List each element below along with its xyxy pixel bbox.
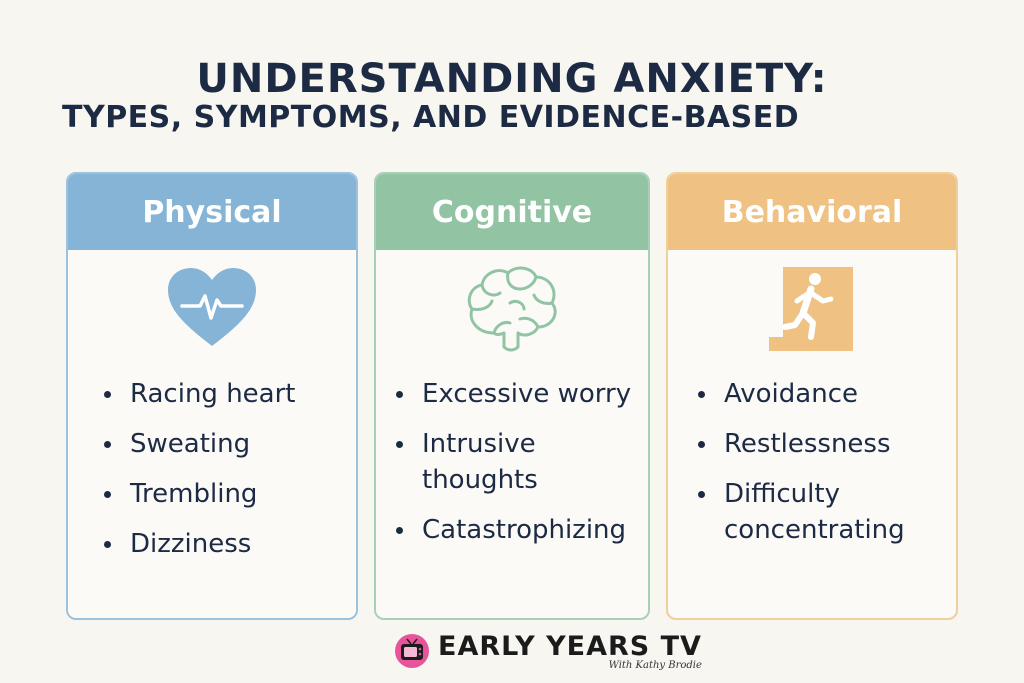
card-cognitive: Cognitive Excessive worry Intrusive thou… (374, 172, 650, 620)
list-item: Racing heart (98, 376, 356, 412)
list-item: Catastrophizing (390, 512, 648, 548)
list-item: Dizziness (98, 526, 356, 562)
page-subtitle: TYPES, SYMPTOMS, AND EVIDENCE-BASED (62, 100, 800, 135)
card-header-cognitive: Cognitive (376, 174, 648, 250)
card-behavioral: Behavioral Avoidance Restlessness Diffic… (666, 172, 958, 620)
list-item: Excessive worry (390, 376, 648, 412)
brand-name: EARLY YEARS TV (438, 630, 702, 662)
page-title: UNDERSTANDING ANXIETY: (196, 56, 828, 102)
list-item: Difficulty concentrating (692, 476, 956, 548)
card-physical: Physical Racing heart Sweating Trembling… (66, 172, 358, 620)
list-item: Avoidance (692, 376, 956, 412)
footer-brand: EARLY YEARS TV With Kathy Brodie (394, 628, 702, 674)
tv-logo-icon (395, 634, 429, 668)
list-item: Restlessness (692, 426, 956, 462)
list-item: Trembling (98, 476, 356, 512)
heart-pulse-icon (168, 268, 256, 346)
brain-icon (467, 266, 557, 352)
exit-running-icon (769, 267, 853, 351)
list-item: Sweating (98, 426, 356, 462)
list-item: Intrusive thoughts (390, 426, 648, 498)
brand-tagline: With Kathy Brodie (608, 659, 702, 671)
card-header-physical: Physical (68, 174, 356, 250)
card-header-behavioral: Behavioral (668, 174, 956, 250)
